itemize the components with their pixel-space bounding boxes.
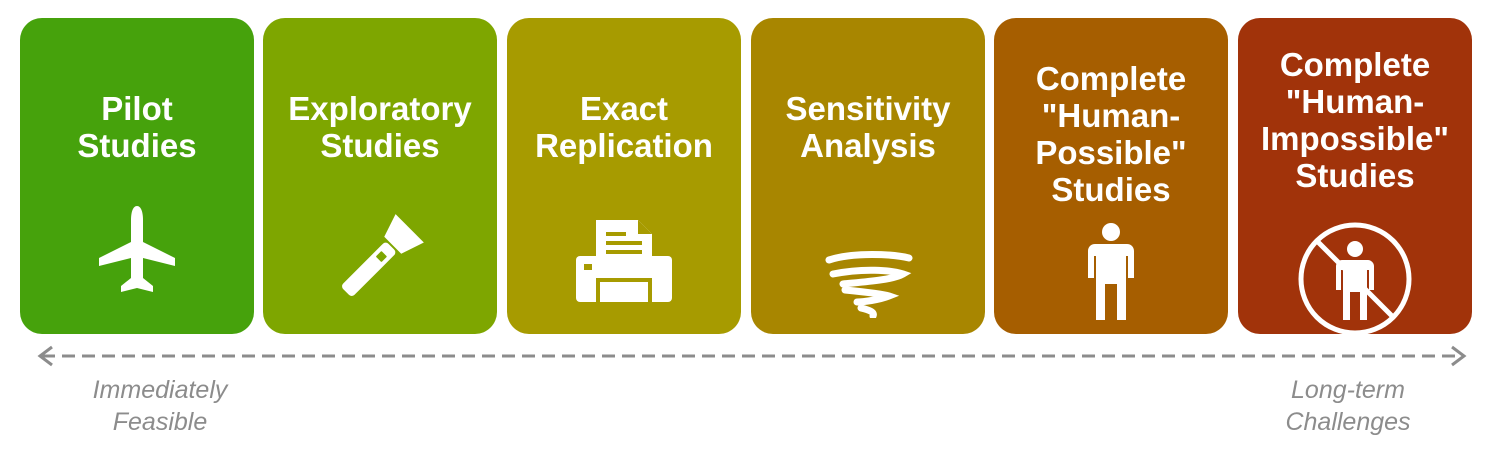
stage-card-human-possible-studies: Complete "Human- Possible" Studies	[994, 18, 1228, 334]
stage-title: Exact Replication	[535, 90, 713, 164]
stage-title: Pilot Studies	[77, 90, 197, 164]
stage-card-pilot-studies: Pilot Studies	[20, 18, 254, 334]
axis-right-label: Long-term Challenges	[1285, 376, 1411, 436]
stage-card-human-impossible-studies: Complete "Human- Impossible" Studies	[1238, 18, 1472, 336]
tornado-icon	[751, 246, 985, 318]
feasibility-axis	[37, 345, 1467, 367]
axis-right-arrowhead	[1451, 345, 1467, 367]
no-person-icon	[1238, 220, 1472, 338]
flashlight-icon	[263, 208, 497, 308]
stage-title: Complete "Human- Impossible" Studies	[1260, 46, 1450, 194]
stage-card-exploratory-studies: Exploratory Studies	[263, 18, 497, 334]
axis-left-label: Immediately Feasible	[92, 376, 228, 436]
stage-card-exact-replication: Exact Replication	[507, 18, 741, 334]
stage-card-sensitivity-analysis: Sensitivity Analysis	[751, 18, 985, 334]
axis-left-arrowhead	[37, 345, 53, 367]
stage-title: Sensitivity Analysis	[785, 90, 951, 164]
printer-icon	[507, 216, 741, 304]
stage-title: Exploratory Studies	[288, 90, 472, 164]
person-icon	[994, 222, 1228, 322]
airplane-icon	[20, 204, 254, 296]
stage-title: Complete "Human- Possible" Studies	[1035, 60, 1187, 208]
